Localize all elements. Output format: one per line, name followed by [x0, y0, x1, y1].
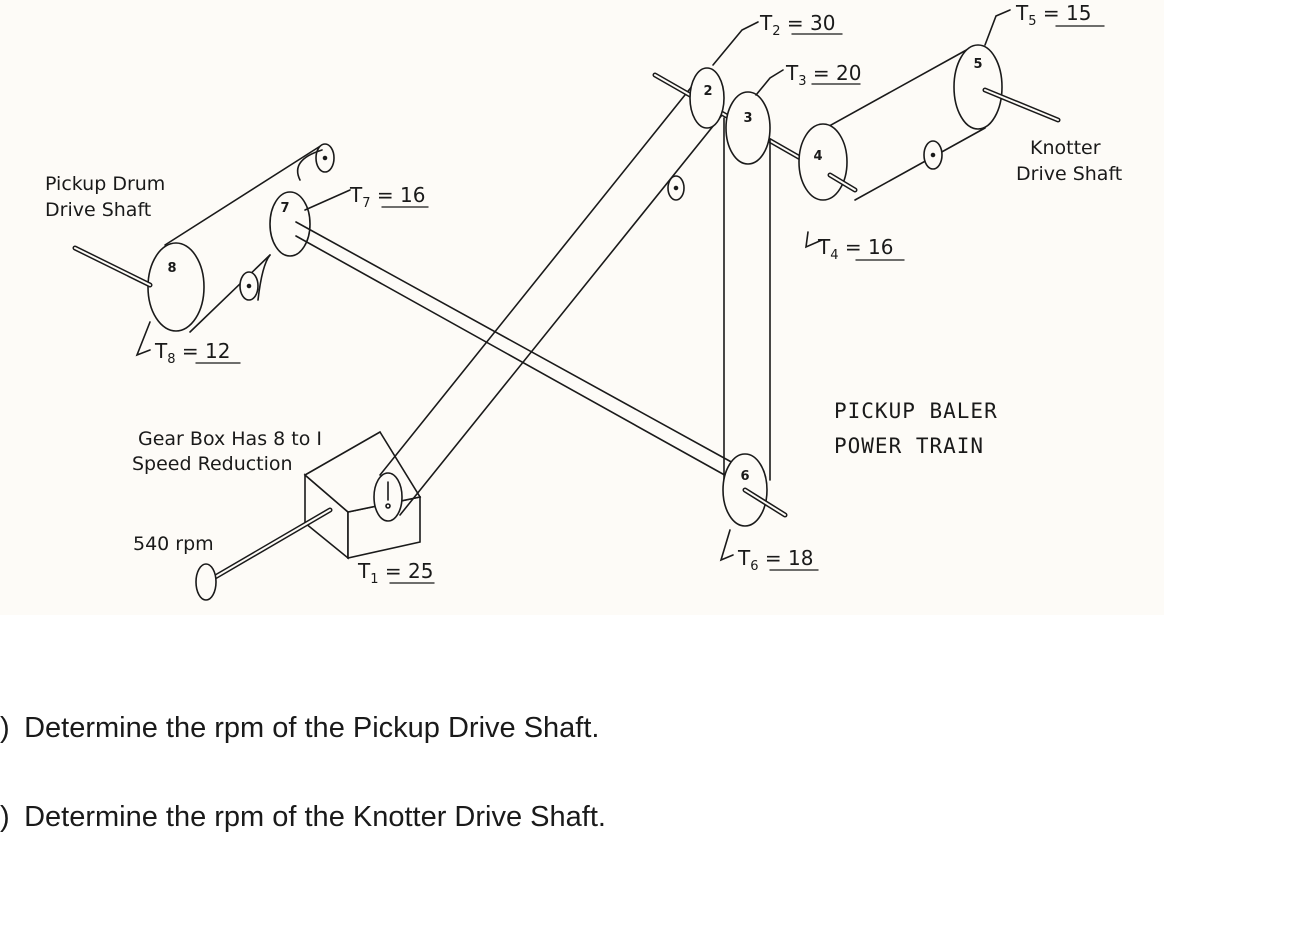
tooth-label-T8: T8 = 12	[154, 339, 230, 367]
sprocket-7	[257, 149, 323, 301]
drum-idler-bottom	[239, 271, 259, 301]
tooth-label-T7: T7 = 16	[349, 183, 425, 211]
tooth-label-T2: T2 = 30	[759, 11, 835, 39]
svg-text:T6 = 18: T6 = 18	[737, 546, 813, 574]
sprocket-2-number: 2	[703, 84, 712, 99]
question-1-marker: )	[0, 712, 10, 744]
svg-text:T8 = 12: T8 = 12	[154, 339, 230, 367]
question-2: ) Determine the rpm of the Knotter Drive…	[0, 801, 606, 834]
pickup-label-line2: Drive Shaft	[45, 199, 151, 221]
svg-text:T4 = 16: T4 = 16	[817, 235, 893, 263]
svg-text:T2 = 30: T2 = 30	[759, 11, 835, 39]
question-2-marker: )	[0, 801, 10, 833]
sprocket-1	[373, 472, 403, 522]
sprocket-2	[689, 67, 725, 129]
chain-idler	[667, 175, 685, 201]
question-1-text: Determine the rpm of the Pickup Drive Sh…	[24, 712, 600, 744]
shaft-7-to-6	[295, 221, 736, 479]
tooth-label-T5: T5 = 15	[1015, 1, 1091, 29]
value-underlines	[195, 25, 1105, 584]
question-2-text: Determine the rpm of the Knotter Drive S…	[24, 801, 606, 833]
pickup-drum	[72, 144, 323, 333]
knotter-drum	[821, 44, 1061, 201]
diagram-svg: 2 3 4 5 6 7 8 T2 = 30 T3 = 20 T5 = 15 T7…	[45, 1, 1122, 601]
tooth-label-T3: T3 = 20	[785, 61, 861, 89]
gearbox-label-line2: Speed Reduction	[132, 453, 293, 475]
svg-text:T3 = 20: T3 = 20	[785, 61, 861, 89]
question-1: ) Determine the rpm of the Pickup Drive …	[0, 712, 599, 745]
sprocket-4	[798, 123, 858, 201]
sprocket-4-number: 4	[813, 149, 822, 164]
svg-text:T1 = 25: T1 = 25	[357, 559, 433, 587]
diagram-title-line1: PICKUP BALER	[834, 399, 998, 423]
sprocket-7-number: 7	[280, 201, 289, 216]
sprocket-5-number: 5	[973, 57, 982, 72]
svg-text:T7 = 16: T7 = 16	[349, 183, 425, 211]
power-train-diagram: 2 3 4 5 6 7 8 T2 = 30 T3 = 20 T5 = 15 T7…	[45, 1, 1123, 601]
sprocket-3	[725, 91, 771, 165]
pickup-label-line1: Pickup Drum	[45, 173, 165, 195]
knotter-label-line1: Knotter	[1030, 137, 1101, 159]
tooth-label-T6: T6 = 18	[737, 546, 813, 574]
gearbox-label-line1: Gear Box Has 8 to I	[138, 428, 322, 450]
input-speed-label: 540 rpm	[133, 533, 214, 555]
knotter-idler	[923, 140, 943, 170]
sprocket-6	[722, 453, 788, 527]
tooth-label-T1: T1 = 25	[357, 559, 433, 587]
chain-1-to-2	[379, 79, 723, 516]
sprocket-8-number: 8	[167, 261, 176, 276]
knotter-label-line2: Drive Shaft	[1016, 163, 1122, 185]
chain-3-to-6	[723, 117, 771, 491]
drum-idler-top	[315, 143, 335, 173]
sprocket-6-number: 6	[740, 469, 749, 484]
tooth-label-T4: T4 = 16	[817, 235, 893, 263]
label-leaders	[135, 9, 1011, 562]
svg-text:T5 = 15: T5 = 15	[1015, 1, 1091, 29]
sprocket-3-number: 3	[743, 111, 752, 126]
diagram-title-line2: POWER TRAIN	[834, 434, 984, 458]
